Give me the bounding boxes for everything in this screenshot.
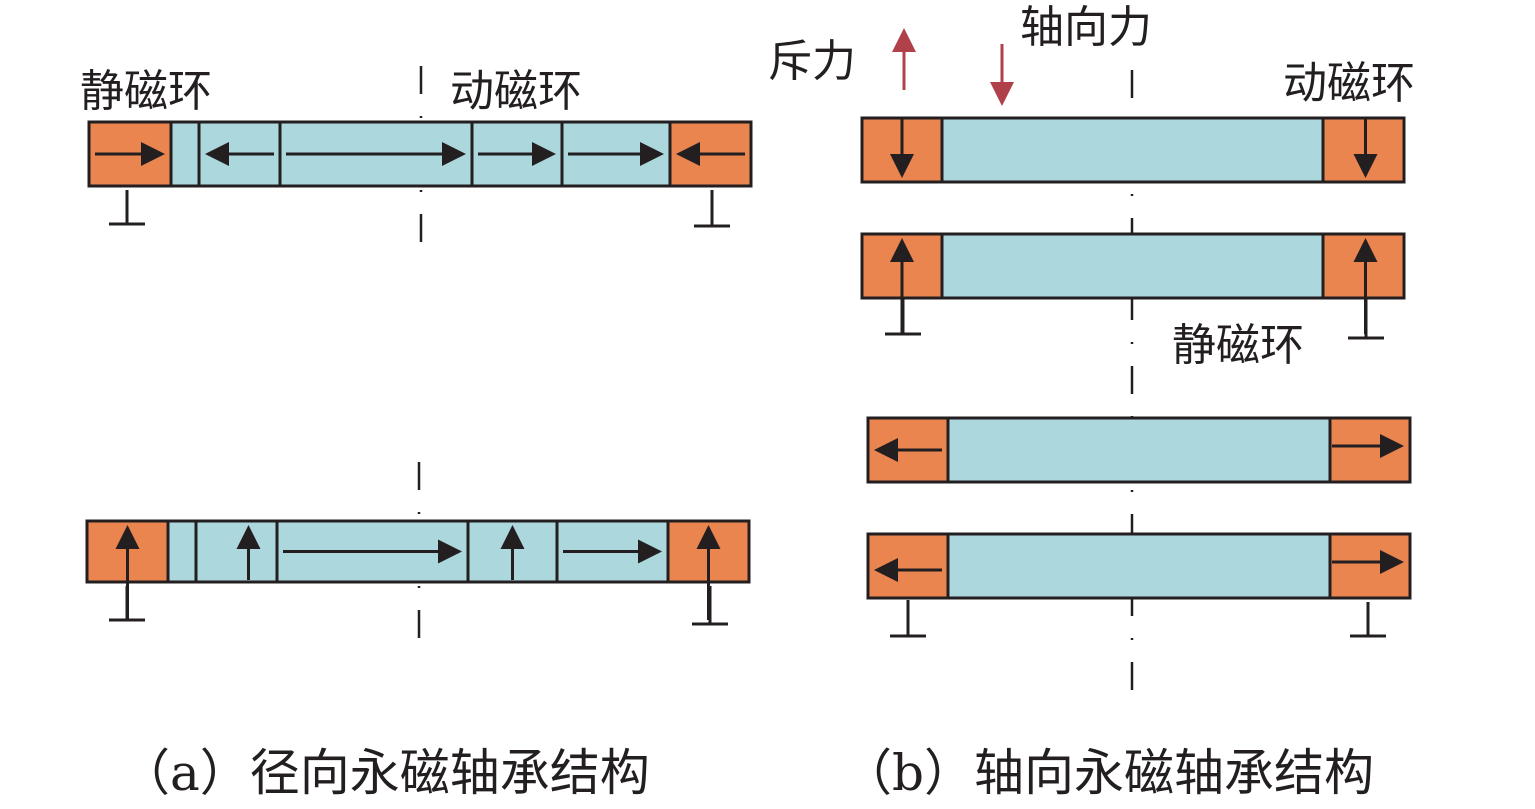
arrow-head: [638, 539, 662, 564]
arrow-left-icon: [874, 438, 942, 462]
arrow-head: [890, 238, 914, 262]
arrow-head: [1353, 238, 1378, 262]
ground-symbol: [885, 298, 921, 336]
arrow-head: [890, 154, 914, 178]
arrow-head: [696, 525, 721, 549]
arrow-head: [115, 525, 140, 549]
label-moving-ring-a: 动磁环: [450, 66, 582, 117]
caption-b: （b）轴向永磁轴承结构: [842, 744, 1374, 802]
arrow-down-icon: [890, 118, 914, 178]
ground-symbol: [890, 600, 926, 638]
ground-symbol: [109, 586, 145, 622]
arrow-right-icon: [1332, 550, 1404, 574]
arrow-head: [205, 142, 229, 166]
arrow-left-icon: [874, 558, 942, 582]
arrow-head: [892, 28, 916, 52]
repulsion-arrow-icon: [892, 28, 916, 90]
arrow-up-icon: [500, 525, 525, 580]
rotor-segment: [940, 232, 1325, 300]
stator-segment: [866, 532, 950, 600]
ground-symbol: [1348, 298, 1384, 340]
arrow-head: [1353, 154, 1378, 178]
arrow-up-icon: [236, 525, 261, 580]
rotor-segment: [946, 532, 1332, 600]
arrow-head: [874, 558, 898, 582]
caption-a: （a）径向永磁轴承结构: [120, 744, 650, 802]
arrow-head: [1380, 434, 1404, 458]
arrow-right-icon: [283, 539, 462, 564]
label-axial-force: 轴向力: [1020, 2, 1152, 53]
rotor-segment: [946, 416, 1332, 484]
arrow-head: [236, 525, 261, 549]
axial-bar-1: [860, 116, 1406, 184]
radial-bottom-bar: [85, 519, 751, 626]
label-static-ring-b: 静磁环: [1172, 320, 1304, 371]
ground-symbol: [109, 190, 145, 226]
arrow-left-icon: [205, 142, 274, 166]
arrow-right-icon: [1332, 434, 1404, 458]
rotor-segment: [166, 519, 198, 584]
label-repulsion: 斥力: [768, 36, 856, 87]
axial-bar-4: [866, 532, 1412, 638]
arrow-head: [874, 438, 898, 462]
label-static-ring-a: 静磁环: [80, 66, 212, 117]
arrow-left-icon: [676, 142, 745, 166]
arrow-head: [676, 142, 700, 166]
rotor-segment: [940, 116, 1325, 184]
panel-radial-bearing: [85, 66, 753, 660]
radial-top-bar: [87, 120, 753, 228]
rotor-segment: [194, 519, 279, 584]
label-moving-ring-b: 动磁环: [1283, 58, 1415, 109]
arrow-head: [442, 142, 466, 166]
arrow-head: [1380, 550, 1404, 574]
arrow-head: [141, 142, 165, 166]
stator-segment: [1321, 232, 1406, 300]
axial-bar-2: [860, 232, 1406, 340]
arrow-down-icon: [1353, 118, 1378, 178]
arrow-right-icon: [478, 142, 556, 166]
ground-symbol: [694, 190, 730, 228]
arrow-right-icon: [568, 142, 664, 166]
stator-segment: [1328, 532, 1412, 600]
arrow-head: [438, 539, 462, 564]
arrow-right-icon: [95, 142, 165, 166]
arrow-right-icon: [563, 539, 662, 564]
arrow-head: [640, 142, 664, 166]
arrow-right-icon: [286, 142, 466, 166]
arrow-head: [990, 82, 1014, 106]
axial-bar-3: [866, 416, 1412, 484]
axial-force-arrow-icon: [990, 44, 1014, 106]
stator-segment: [1328, 416, 1412, 484]
arrow-head: [500, 525, 525, 549]
arrow-head: [532, 142, 556, 166]
ground-symbol: [1350, 602, 1386, 638]
ground-symbol: [692, 586, 728, 626]
rotor-segment: [169, 120, 201, 188]
panel-axial-bearing: [860, 28, 1412, 700]
